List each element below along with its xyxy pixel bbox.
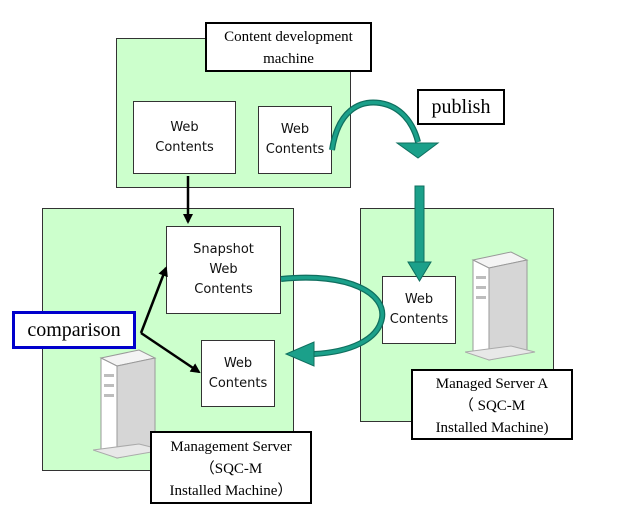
snapshot-web-contents-box: Snapshot Web Contents (166, 226, 281, 314)
managed-web-contents-line1: Web (404, 292, 434, 307)
mgmt-web-contents-box: Web Contents (201, 340, 275, 407)
managed-web-contents-line2: Contents (389, 312, 449, 327)
mgmt-web-contents-line1: Web (223, 355, 253, 371)
dev-web-contents-2-line2: Contents (265, 142, 325, 157)
managed-a-label-line3: Installed Machine) (435, 420, 549, 436)
publish-label: publish (417, 89, 505, 125)
dev-web-contents-box-2: Web Contents (258, 106, 332, 174)
dev-web-contents-box-1: Web Contents (133, 101, 236, 174)
snapshot-line3: Contents (194, 282, 253, 297)
snapshot-line1: Snapshot (193, 242, 254, 257)
dev-web-contents-2-line1: Web (280, 122, 310, 137)
managed-a-label-line2: （ SQC-M (458, 398, 526, 414)
comparison-label-text: comparison (27, 319, 121, 341)
dev-web-contents-1-line2: Contents (155, 139, 214, 155)
dev-web-contents-1-line1: Web (170, 119, 199, 135)
content-dev-label-line1: Content development (224, 29, 353, 45)
management-label-line3: Installed Machine） (169, 483, 293, 499)
mgmt-web-contents-line2: Contents (208, 375, 268, 391)
comparison-label: comparison (12, 311, 136, 349)
server-tower-icon (465, 251, 536, 361)
management-label-line2: （SQC-M (199, 461, 263, 477)
snapshot-line2: Web (209, 262, 238, 277)
management-label-line1: Management Server (170, 439, 292, 455)
content-dev-label: Content development machine (205, 22, 372, 72)
managed-a-label-line1: Managed Server A (435, 376, 549, 392)
publish-label-text: publish (431, 96, 491, 118)
content-dev-label-line2: machine (263, 51, 314, 67)
managed-server-a-label: Managed Server A （ SQC-M Installed Machi… (411, 369, 573, 440)
management-server-label: Management Server （SQC-M Installed Machi… (150, 431, 312, 504)
managed-web-contents-box: Web Contents (382, 276, 456, 344)
